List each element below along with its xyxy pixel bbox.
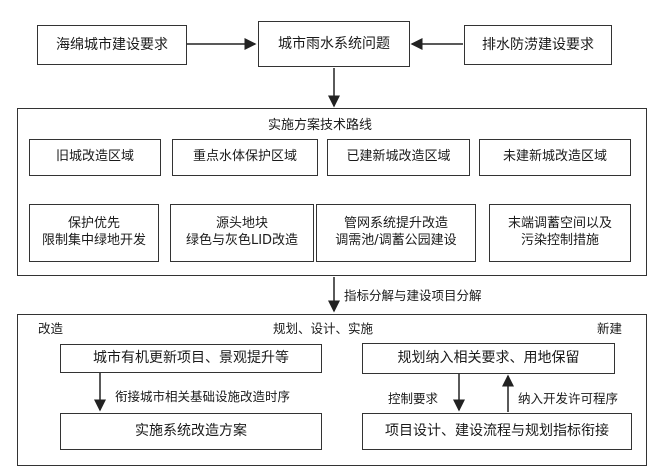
measure-terminal-storage-line2: 污染控制措施	[520, 233, 599, 248]
sponge-city-requirements-box: 海绵城市建设要求	[37, 25, 187, 65]
measure-source-plot: 源头地块 绿色与灰色LID改造	[170, 204, 314, 262]
zone-old-city: 旧城改造区域	[29, 139, 161, 176]
planning-requirements-box: 规划纳入相关要求、用地保留	[362, 343, 615, 374]
plan-design-implement-heading: 规划、设计、实施	[273, 321, 374, 336]
technical-route-title: 实施方案技术路线	[268, 118, 373, 133]
measure-terminal-storage-line1: 末端调蓄空间以及	[507, 216, 612, 232]
renovation-heading: 改造	[38, 321, 64, 336]
drainage-requirements-box: 排水防涝建设要求	[464, 25, 612, 65]
measure-pipe-network-line2: 调需池/调蓄公园建设	[335, 233, 457, 248]
measure-protection-first-line1: 保护优先	[67, 216, 120, 232]
measure-pipe-network: 管网系统提升改造 调需池/调蓄公园建设	[316, 204, 476, 262]
zone-unbuilt-new-city: 未建新城改造区域	[479, 139, 631, 176]
project-design-box: 项目设计、建设流程与规划指标衔接	[362, 413, 632, 450]
organic-renewal-projects-box: 城市有机更新项目、景观提升等	[60, 344, 322, 373]
zone-key-water-protection: 重点水体保护区域	[172, 139, 318, 176]
link-infrastructure-label: 衔接城市相关基础设施改造时序	[115, 389, 291, 404]
decomposition-label: 指标分解与建设项目分解	[344, 288, 482, 303]
measure-source-plot-line2: 绿色与灰色LID改造	[185, 233, 299, 248]
implement-system-plan-box: 实施系统改造方案	[60, 413, 322, 450]
technical-route-container	[17, 108, 647, 276]
planning-implementation-container	[17, 314, 647, 466]
measure-source-plot-line1: 源头地块	[215, 216, 268, 232]
new-construction-heading: 新建	[597, 321, 623, 336]
measure-protection-first-line2: 限制集中绿地开发	[41, 233, 146, 248]
development-permit-label: 纳入开发许可程序	[518, 391, 619, 406]
measure-terminal-storage: 末端调蓄空间以及 污染控制措施	[489, 204, 631, 262]
control-requirements-label: 控制要求	[388, 391, 439, 406]
measure-pipe-network-line1: 管网系统提升改造	[343, 216, 448, 232]
zone-built-new-city: 已建新城改造区域	[327, 139, 470, 176]
measure-protection-first: 保护优先 限制集中绿地开发	[29, 204, 159, 262]
rainwater-system-problems-box: 城市雨水系统问题	[258, 21, 410, 67]
